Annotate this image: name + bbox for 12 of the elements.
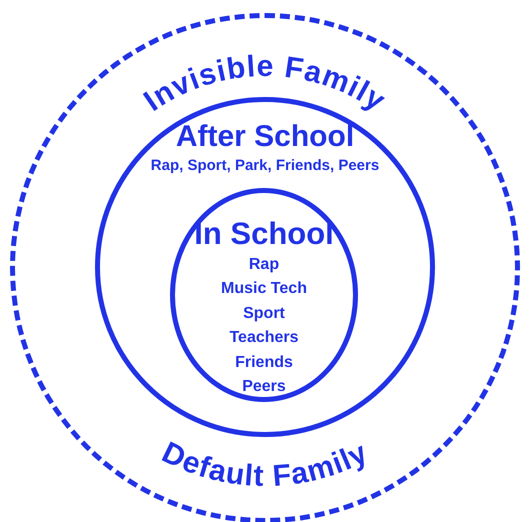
circle (170, 188, 358, 402)
circle-heading: In School (194, 215, 334, 253)
dashed-circle (10, 13, 520, 522)
list-item: Friends (235, 352, 293, 373)
list-item: Music Tech (221, 279, 307, 300)
list-item: Sport (243, 304, 285, 324)
list-item: Rap (248, 255, 280, 275)
circle-heading: After School (176, 119, 354, 155)
circle-label: Default Family (156, 436, 374, 493)
list-item: Teachers (229, 328, 299, 348)
list-item: Rap, Sport, Park, Friends, Peers (150, 156, 380, 176)
list-item: Peers (242, 377, 286, 398)
